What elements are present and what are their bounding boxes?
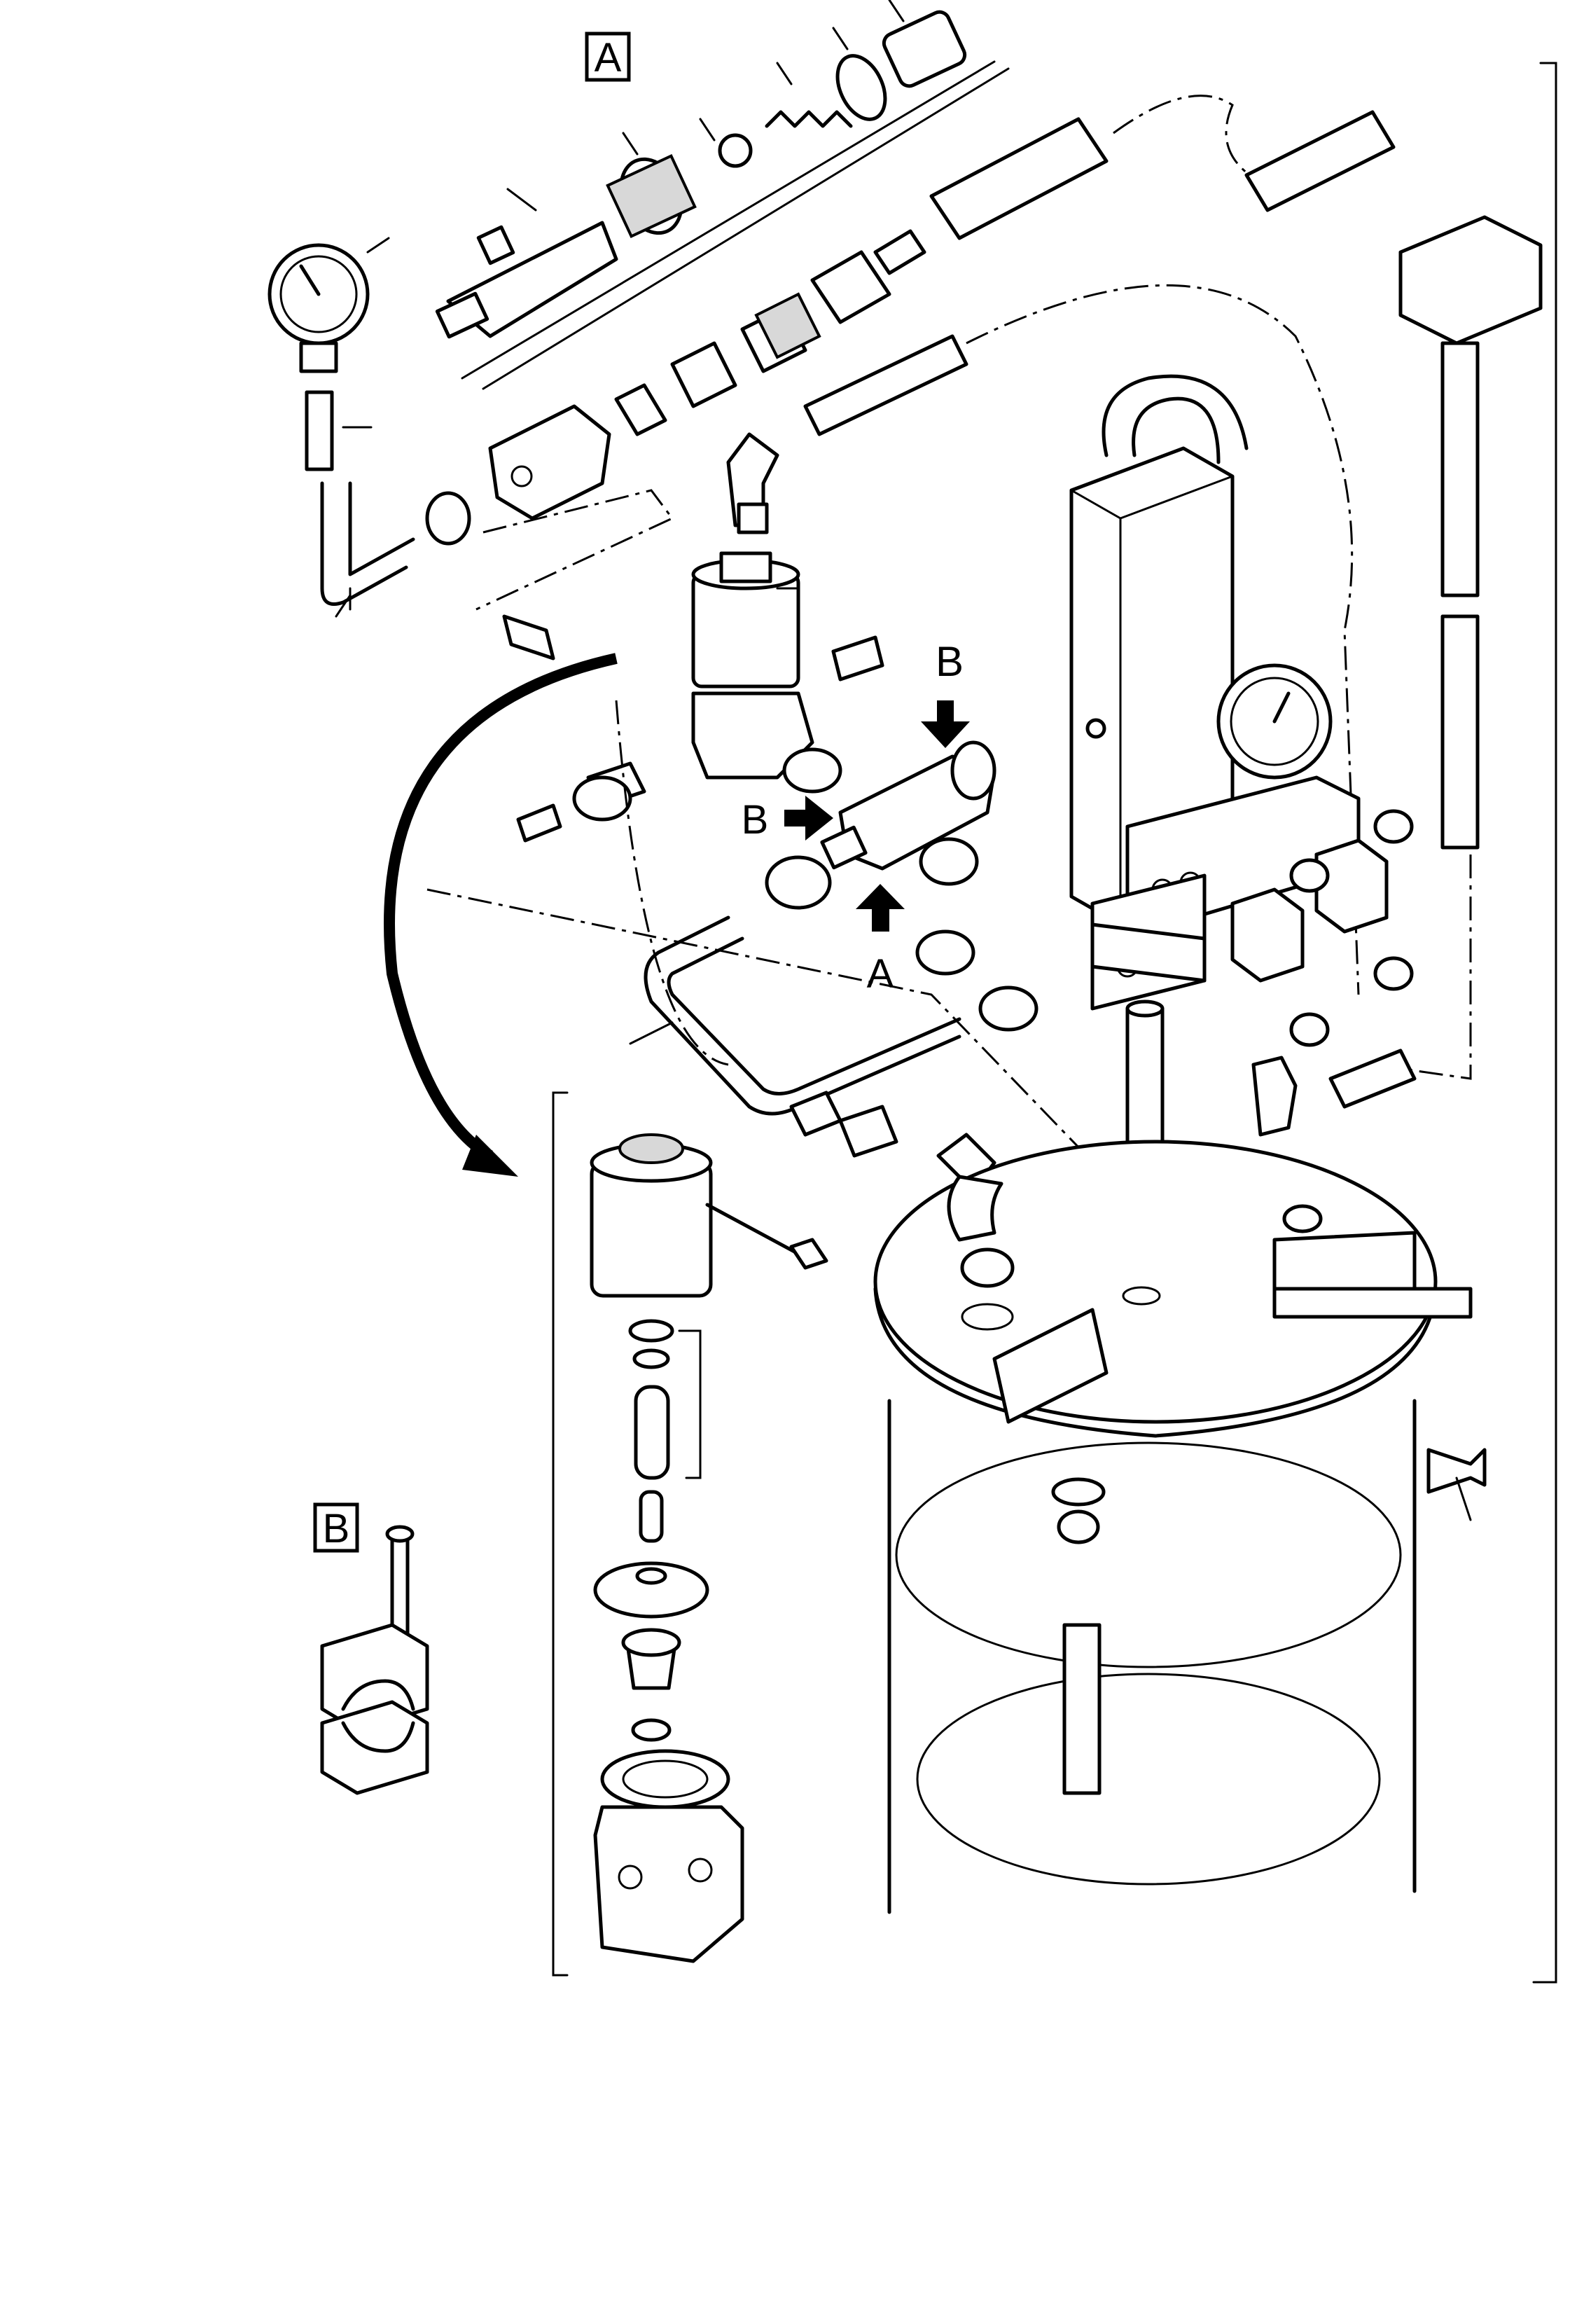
flow-arrow-b-left: B [742,796,833,843]
reservoir-tank [873,1140,1487,1914]
detail-b-letter: B [323,1506,350,1551]
pressure-gauge-top [268,237,415,611]
fittings-row-center [614,250,1360,995]
detail-a-marker: A [585,32,631,82]
flow-label-b-left: B [742,797,769,843]
air-valves [1230,809,1414,1137]
curved-arrow [384,653,618,1177]
detail-a-assembly [435,0,1010,390]
flow-label-b-top: B [936,638,964,685]
detail-b-clamp [320,1525,429,1795]
fittings-around-valve [502,614,884,843]
valve-cartridge-exploded [552,1091,828,1977]
level-switch [1328,62,1557,1984]
dashed-outlines [426,489,1122,1192]
flow-arrow-a: A [856,884,905,997]
detail-b-marker: B [313,1502,359,1553]
flow-arrow-b-top: B [921,638,970,748]
detail-a-letter: A [595,35,622,81]
solenoid-valve-upper [691,432,814,780]
hose-upper [873,95,1396,275]
u-tube [644,915,996,1193]
tee-fitting [335,404,611,618]
check-valve-assembly [765,740,1038,1032]
flow-label-a: A [867,951,894,997]
